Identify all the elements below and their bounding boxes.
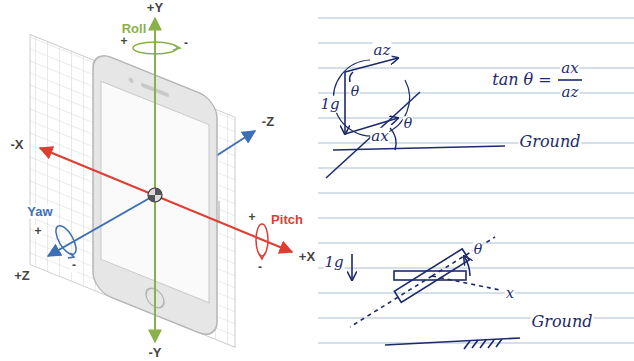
yaw-arrow [68, 253, 74, 258]
roll-arrow [173, 45, 180, 50]
pivot [148, 188, 162, 202]
vector-label: ax [370, 128, 389, 145]
angle-label: θ [403, 116, 413, 131]
axis-label: +X [298, 250, 316, 264]
sign-mark: + [33, 225, 42, 238]
sign-mark: + [247, 211, 256, 224]
gravity-label: 1g [323, 254, 344, 271]
ground-label: Ground [531, 313, 594, 331]
axis-label: +Y [146, 1, 164, 15]
ground-label: Ground [519, 133, 582, 151]
formula-text: tan θ = [491, 71, 552, 89]
gravity-label: 1g [319, 96, 340, 113]
z-axis [48, 195, 155, 256]
grid-plane [30, 34, 235, 347]
x-axis [40, 148, 292, 252]
yaw-ring [52, 223, 80, 258]
tilt-sketch [350, 237, 520, 349]
angle-label: θ [350, 84, 360, 99]
sign-mark: + [119, 35, 128, 48]
sign-mark: - [257, 261, 263, 274]
sign-mark: - [71, 259, 77, 272]
paper-lines [318, 18, 634, 343]
roll-ring [133, 42, 177, 54]
pitch-ring [256, 224, 268, 256]
rotation-name: Pitch [270, 213, 304, 227]
formula-denominator: az [561, 84, 580, 101]
axis-mark: x [505, 286, 515, 301]
formula-numerator: ax [560, 60, 579, 77]
rotation-name: Roll [121, 22, 148, 36]
pitch-arrow [259, 253, 265, 259]
vector-sketch [326, 58, 582, 178]
axis-label: +Z [13, 269, 31, 283]
rotation-name: Yaw [26, 205, 53, 219]
y-axis [154, 18, 156, 342]
axis-label: -Y [148, 346, 163, 360]
axis-label: -X [10, 138, 25, 152]
angle-label: θ [473, 242, 483, 257]
vector-label: az [373, 42, 392, 59]
sign-mark: - [183, 37, 189, 50]
phone [93, 50, 220, 341]
axis-label: -Z [261, 115, 275, 129]
